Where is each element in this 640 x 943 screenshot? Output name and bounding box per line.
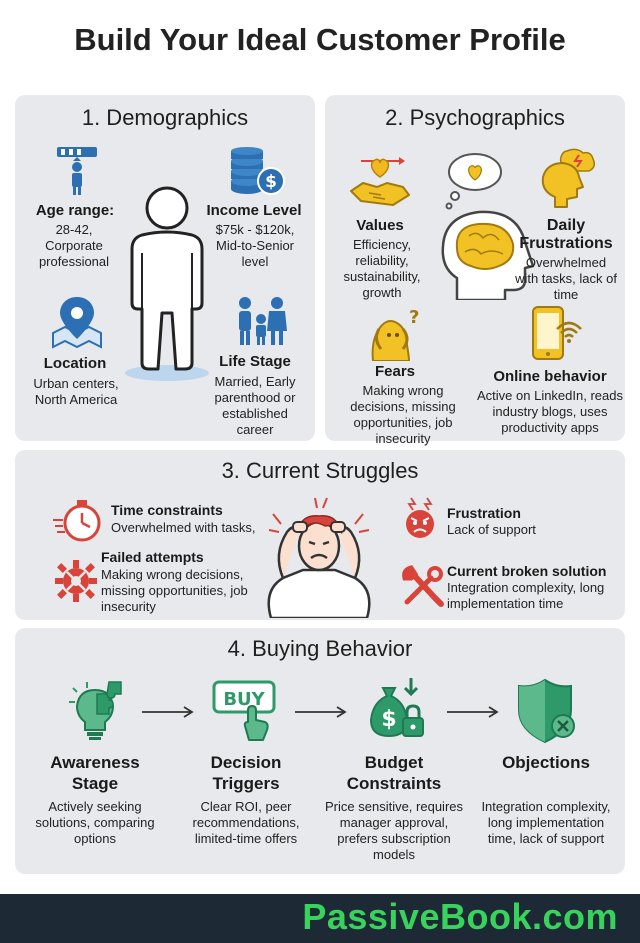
- life-stage-label: Life Stage: [219, 353, 291, 370]
- footer-bar: PassiveBook.com: [0, 894, 640, 943]
- broken-solution-label: Current broken solution: [447, 563, 607, 579]
- buy-badge-text: BUY: [223, 689, 265, 710]
- life-stage-text: Married, Early parenthood or established…: [214, 374, 296, 437]
- frustrations-text: Overwhelmed with tasks, lack of time: [515, 255, 617, 302]
- page-title: Build Your Ideal Customer Profile: [74, 22, 566, 57]
- broken-solution-text: Integration complexity, long implementat…: [447, 580, 605, 611]
- person-calendar-icon: [57, 147, 97, 195]
- arrow-right-icon: [447, 706, 499, 718]
- failed-label: Failed attempts: [101, 549, 204, 565]
- demographics-heading: 1. Demographics: [81, 105, 249, 130]
- income-label: Income Level: [206, 202, 302, 219]
- psychographics-card: 2. Psychographics Values Efficiency, rel…: [325, 95, 625, 446]
- failed-text: Making wrong decisions, missing opportun…: [101, 567, 248, 614]
- struggles-card: 3. Current Struggles Time constraints Ov…: [15, 450, 625, 620]
- stressed-person-icon: [267, 497, 371, 618]
- frustrations-label: Daily Frustrations: [519, 217, 613, 252]
- time-label: Time constraints: [111, 502, 223, 518]
- buy-button-icon: BUY: [212, 680, 276, 741]
- psychographics-heading: 2. Psychographics: [385, 105, 565, 130]
- broken-tools-icon: [402, 565, 444, 607]
- coins-icon: $: [231, 147, 285, 195]
- svg-text:$: $: [381, 707, 396, 732]
- budget-label: Budget Constraints: [346, 753, 442, 793]
- shield-x-icon: [518, 678, 575, 744]
- income-text: $75k - $120k, Mid-to-Senior level: [215, 222, 295, 269]
- frustration-label: Frustration: [447, 505, 521, 521]
- online-text: Active on LinkedIn, reads industry blogs…: [477, 388, 623, 435]
- fears-label: Fears: [374, 363, 416, 380]
- handshake-heart-icon: [350, 157, 410, 206]
- fears-text: Making wrong decisions, missing opportun…: [350, 383, 456, 446]
- time-text: Overwhelmed with tasks,: [111, 520, 256, 535]
- angry-face-icon: [406, 497, 434, 538]
- awareness-text: Actively seeking solutions, comparing op…: [35, 799, 155, 846]
- values-text: Efficiency, reliability, sustainability,…: [343, 237, 421, 300]
- buying-heading: 4. Buying Behavior: [227, 636, 413, 661]
- lightbulb-puzzle-icon: [69, 681, 122, 740]
- brain-head-icon: [441, 153, 535, 300]
- person-outline-icon: [125, 186, 209, 381]
- svg-text:$: $: [265, 172, 277, 192]
- decision-text: Clear ROI, peer recommendations, limited…: [192, 799, 300, 846]
- location-text: Urban centers, North America: [33, 376, 119, 407]
- objections-text: Integration complexity, long implementat…: [481, 799, 611, 846]
- decision-label: Decision Triggers: [210, 753, 282, 793]
- age-label: Age range:: [35, 202, 115, 219]
- demographics-card: 1. Demographics Age range: 28-42, Corpor…: [15, 95, 315, 441]
- stopwatch-icon: [53, 500, 101, 542]
- age-text: 28-42, Corporate professional: [38, 222, 110, 269]
- family-icon: [239, 297, 287, 345]
- online-label: Online behavior: [493, 368, 607, 385]
- struggles-heading: 3. Current Struggles: [221, 458, 419, 483]
- smartphone-wifi-icon: [532, 306, 582, 360]
- broken-gear-icon: [55, 560, 97, 602]
- location-label: Location: [43, 355, 107, 372]
- buying-card: 4. Buying Behavior Awareness Stage Activ…: [15, 628, 625, 874]
- objections-label: Objections: [502, 753, 590, 772]
- frustration-text: Lack of support: [447, 522, 536, 537]
- money-bag-lock-icon: $: [369, 678, 424, 738]
- awareness-label: Awareness Stage: [50, 753, 140, 793]
- svg-text:?: ?: [409, 307, 419, 328]
- footer-brand[interactable]: PassiveBook.com: [302, 896, 618, 937]
- fearful-person-icon: ?: [371, 307, 419, 361]
- map-pin-icon: [52, 297, 102, 349]
- budget-text: Price sensitive, requires manager approv…: [325, 799, 463, 862]
- values-label: Values: [356, 217, 404, 234]
- arrow-right-icon: [295, 706, 347, 718]
- stressed-head-icon: [541, 148, 596, 208]
- arrow-right-icon: [142, 706, 194, 718]
